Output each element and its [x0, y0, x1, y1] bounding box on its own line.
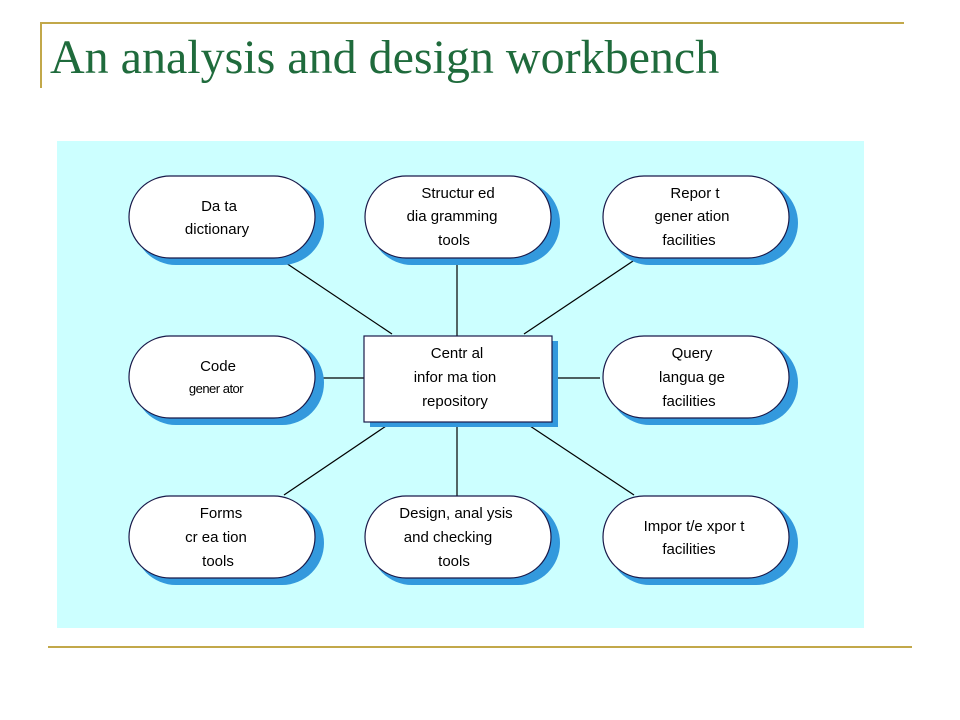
- node-code-generator-line-2: gener ator: [189, 381, 244, 396]
- top-rule: [40, 22, 904, 24]
- node-forms-creation-line-3: tools: [202, 553, 234, 570]
- node-structured-diagramming-line-1: Structur ed: [421, 185, 494, 202]
- node-data-dictionary-line-2: dictionary: [185, 221, 250, 238]
- connector-forms-creation: [283, 421, 393, 496]
- node-forms-creation-line-1: Forms: [200, 505, 243, 522]
- central-repository-line-1: Centr al: [431, 345, 484, 362]
- left-rule: [40, 22, 42, 88]
- node-report-generation-line-2: gener ation: [654, 208, 729, 225]
- node-code-generator-line-1: Code: [200, 358, 236, 375]
- node-data-dictionary-line-1: Da ta: [201, 198, 238, 215]
- bottom-rule: [48, 646, 912, 648]
- node-central-repository: Centr al infor ma tion repository: [363, 335, 558, 427]
- node-query-language-facilities: Query langua ge facilities: [602, 335, 798, 425]
- node-import-export-line-1: Impor t/e xpor t: [644, 518, 746, 535]
- node-design-analysis-line-3: tools: [438, 553, 470, 570]
- node-query-language-line-3: facilities: [662, 393, 715, 410]
- connector-import-export: [523, 421, 635, 496]
- node-query-language-line-1: Query: [672, 345, 713, 362]
- node-import-export-line-2: facilities: [662, 541, 715, 558]
- central-repository-line-2: infor ma tion: [414, 369, 497, 386]
- node-report-generation-line-1: Repor t: [670, 185, 720, 202]
- node-import-export-facilities: Impor t/e xpor t facilities: [602, 495, 798, 585]
- node-structured-diagramming-line-3: tools: [438, 232, 470, 249]
- node-structured-diagramming-tools: Structur ed dia gramming tools: [364, 175, 560, 265]
- node-forms-creation-line-2: cr ea tion: [185, 529, 247, 546]
- node-design-analysis-line-2: and checking: [404, 529, 492, 546]
- node-query-language-line-2: langua ge: [659, 369, 725, 386]
- node-design-analysis-checking-tools: Design, anal ysis and checking tools: [364, 495, 560, 585]
- node-forms-creation-tools: Forms cr ea tion tools: [128, 495, 324, 585]
- connectors: [279, 258, 637, 496]
- node-code-generator: Code gener ator: [128, 335, 324, 425]
- node-structured-diagramming-line-2: dia gramming: [407, 208, 498, 225]
- node-design-analysis-line-1: Design, anal ysis: [399, 505, 512, 522]
- node-report-generation-line-3: facilities: [662, 232, 715, 249]
- node-data-dictionary: Da ta dictionary: [128, 175, 324, 265]
- connector-data-dictionary: [279, 258, 393, 335]
- node-report-generation-facilities: Repor t gener ation facilities: [602, 175, 798, 265]
- slide-title: An analysis and design workbench: [50, 31, 720, 84]
- central-repository-line-3: repository: [422, 393, 488, 410]
- connector-report-generation: [523, 258, 637, 335]
